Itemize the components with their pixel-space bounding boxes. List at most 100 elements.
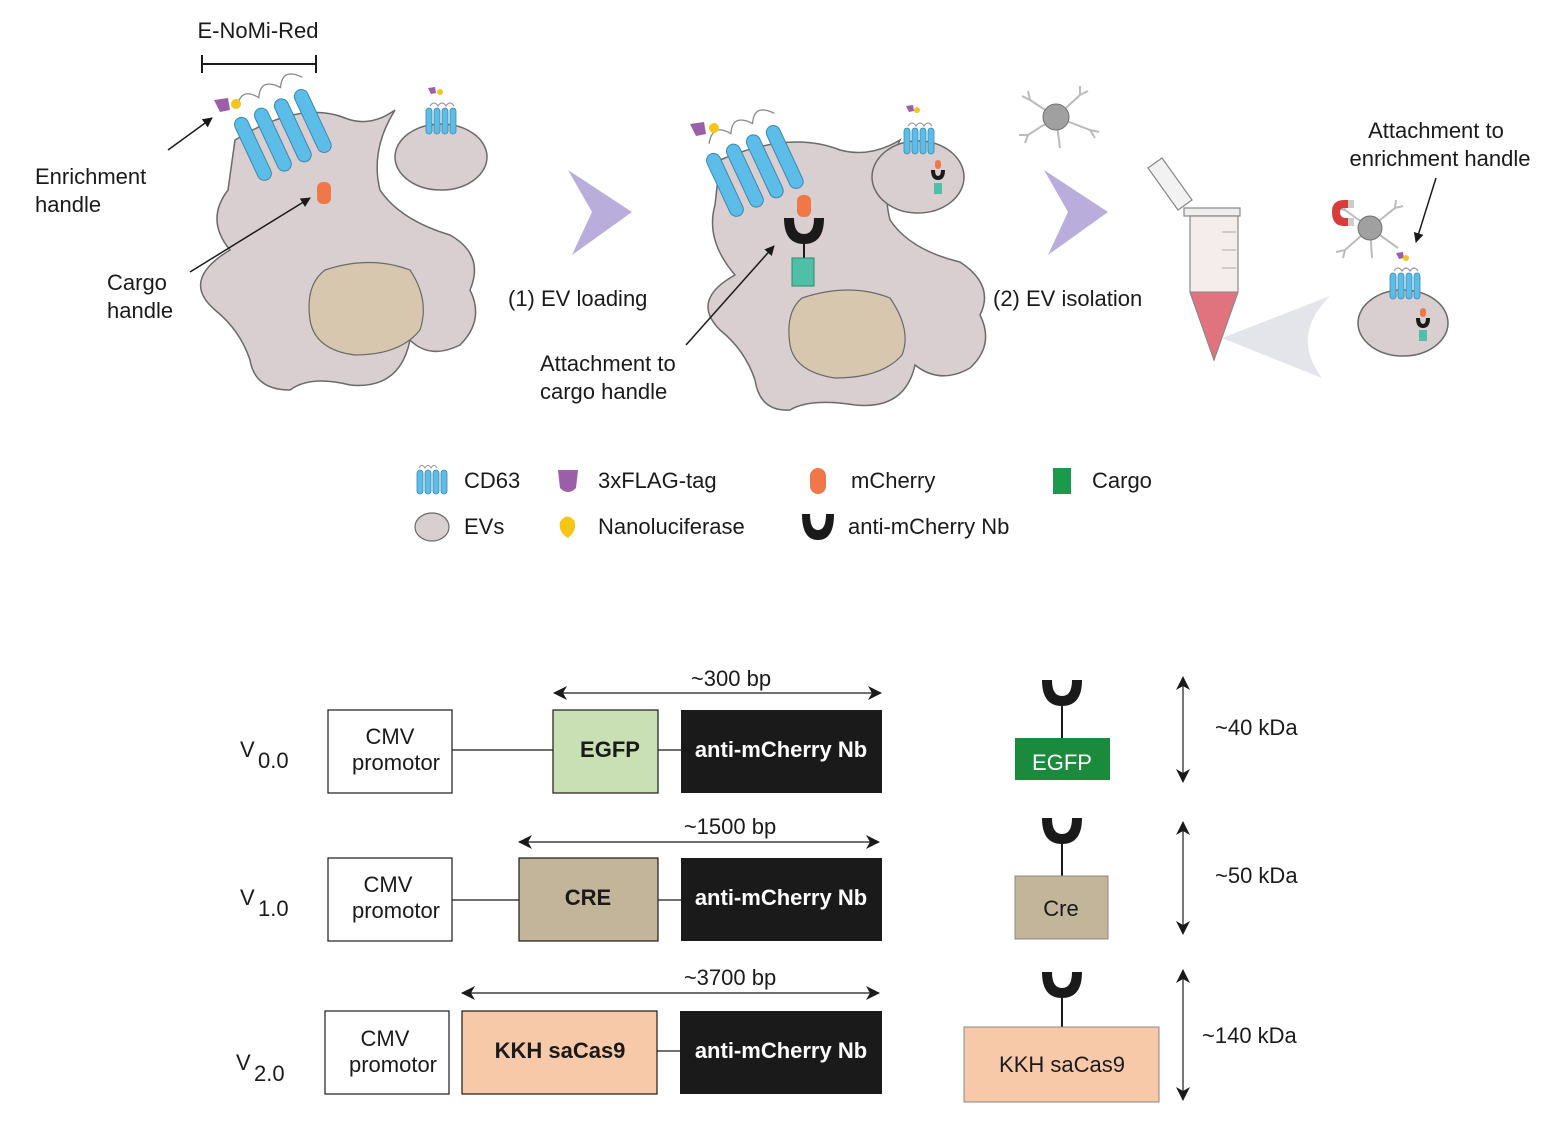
span-label: ~3700 bp — [684, 965, 776, 990]
mass-label: ~50 kDa — [1215, 863, 1298, 888]
cell-2 — [707, 138, 987, 411]
span-label: ~300 bp — [691, 666, 771, 691]
cargo-ev-3 — [1419, 330, 1427, 341]
nb-label: anti-mCherry Nb — [695, 737, 867, 762]
legend-flag-label: 3xFLAG-tag — [598, 468, 717, 493]
protein-label: EGFP — [1032, 750, 1092, 775]
cargo-handle-label-1: Cargo — [107, 270, 167, 295]
legend-ev-icon — [414, 512, 450, 542]
cargo-ev-2 — [934, 183, 942, 194]
promoter-line-2: promotor — [349, 1052, 437, 1077]
nb-box — [680, 1011, 882, 1094]
version-label: V — [240, 885, 255, 910]
step-2-arrow — [1044, 170, 1108, 255]
mcherry-ev-2 — [935, 160, 941, 169]
flag-tag-cell-2 — [690, 122, 706, 136]
legend-ev-label: EVs — [464, 514, 504, 539]
mcherry-cell-1 — [317, 182, 331, 204]
legend-cd63-label: CD63 — [464, 468, 520, 493]
legend-nluc-icon — [559, 516, 576, 538]
cargo-handle-label-2: handle — [107, 298, 173, 323]
nb-ev-3 — [1416, 318, 1430, 328]
mcherry-cell-2 — [797, 195, 811, 217]
enrichment-handle-label-2: handle — [35, 192, 101, 217]
nb-label: anti-mCherry Nb — [695, 885, 867, 910]
flag-ev-2 — [906, 105, 914, 112]
nucleus-1 — [308, 261, 424, 356]
protein-label: KKH saCas9 — [999, 1052, 1125, 1077]
promoter-line-1: CMV — [361, 1026, 410, 1051]
legend-nluc-label: Nanoluciferase — [598, 514, 745, 539]
promoter-box — [327, 857, 453, 942]
payload-label: KKH saCas9 — [495, 1038, 626, 1063]
flag-tag-cell-1 — [214, 98, 230, 112]
step-1-arrow — [568, 170, 632, 255]
protein-label: Cre — [1043, 896, 1078, 921]
bead-2 — [1357, 215, 1383, 241]
payload-label: CRE — [565, 885, 611, 910]
attach-cargo-label-2: cargo handle — [540, 379, 667, 404]
step-2-label: (2) EV isolation — [993, 286, 1142, 311]
promoter-line-1: CMV — [366, 724, 415, 749]
bead — [1042, 103, 1070, 131]
step-1-label: (1) EV loading — [508, 286, 647, 311]
attach-cargo-label-1: Attachment to — [540, 351, 676, 376]
magnet-icon — [1332, 200, 1354, 226]
mass-label: ~40 kDa — [1215, 715, 1298, 740]
cd63-on-cell-1 — [234, 73, 332, 181]
protein-nb-icon — [1042, 972, 1082, 998]
nluc-ev-1 — [437, 89, 443, 95]
mass-label: ~140 kDa — [1202, 1023, 1298, 1048]
promoter-line-2: promotor — [352, 898, 440, 923]
version-label: V — [236, 1050, 251, 1075]
cd63-on-cell-2 — [706, 109, 804, 217]
enrichment-handle-label-1: Enrichment — [35, 164, 146, 189]
nucleus-2 — [788, 289, 906, 379]
nluc-cell-2 — [709, 123, 719, 133]
promoter-line-1: CMV — [364, 872, 413, 897]
protein-box — [963, 1026, 1160, 1103]
nluc-cell-1 — [231, 99, 241, 109]
legend-mcherry-label: mCherry — [851, 468, 935, 493]
legend: CD63 3xFLAG-tag mCherry Cargo EVs Nanolu… — [414, 465, 1152, 542]
construct-row-v00: V 0.0 CMV promotor EGFP anti-mCherry Nb … — [240, 666, 1298, 794]
attach-enrich-label-2: enrichment handle — [1349, 146, 1530, 171]
construct-name: E-NoMi-Red — [197, 18, 318, 43]
cargo-cell-2 — [791, 257, 815, 287]
payload-label: EGFP — [580, 737, 640, 762]
cargo-handle-arrow — [189, 197, 311, 273]
attach-enrich-arrow — [1413, 177, 1437, 243]
flag-ev-1 — [428, 87, 436, 94]
flag-ev-3 — [1396, 252, 1404, 259]
promoter-box — [327, 709, 453, 794]
legend-nb-icon — [802, 514, 834, 540]
version-sub: 2.0 — [254, 1061, 285, 1086]
ev-3 — [1357, 289, 1449, 357]
nb-ev-2 — [931, 170, 945, 180]
payload-box — [552, 709, 659, 794]
payload-box — [461, 1010, 658, 1095]
version-label: V — [240, 737, 255, 762]
nb-box — [681, 710, 882, 793]
construct-row-v20: V 2.0 CMV promotor KKH saCas9 anti-mCher… — [236, 965, 1298, 1103]
enrichment-handle-arrow — [167, 117, 213, 151]
protein-box — [1015, 738, 1110, 780]
attach-cargo-arrow — [685, 245, 775, 346]
ev-1 — [394, 123, 488, 191]
construct-row-v10: V 1.0 CMV promotor CRE anti-mCherry Nb ~… — [240, 814, 1298, 942]
protein-box — [1014, 875, 1109, 940]
promoter-line-2: promotor — [352, 750, 440, 775]
legend-mcherry-icon — [810, 468, 826, 494]
span-label: ~1500 bp — [684, 814, 776, 839]
nluc-ev-2 — [914, 107, 920, 113]
legend-cd63-icon — [416, 465, 448, 495]
nb-label: anti-mCherry Nb — [695, 1038, 867, 1063]
version-sub: 1.0 — [258, 896, 289, 921]
legend-flag-icon — [558, 470, 578, 492]
payload-box — [518, 857, 659, 942]
attach-enrich-label-1: Attachment to — [1368, 118, 1504, 143]
version-sub: 0.0 — [258, 748, 289, 773]
zoom-cone — [1222, 296, 1330, 378]
promoter-box — [324, 1010, 450, 1095]
mcherry-ev-3 — [1420, 308, 1426, 317]
